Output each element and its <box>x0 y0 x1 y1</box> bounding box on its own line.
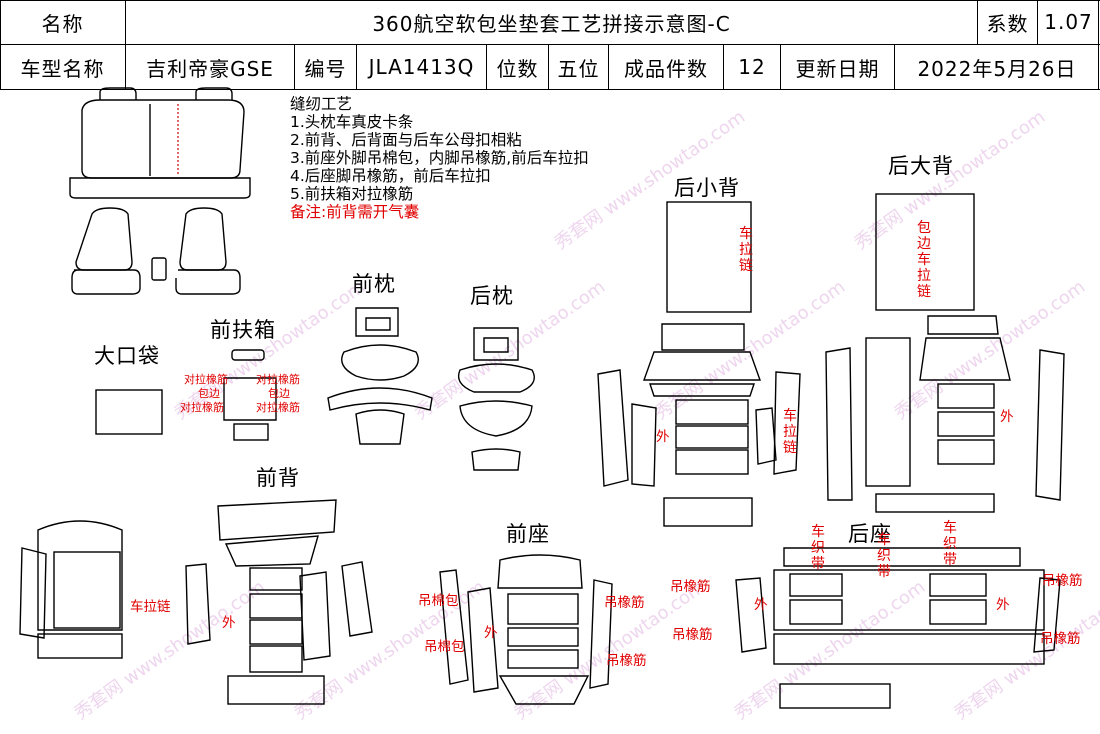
pieces-label: 成品件数 <box>609 45 724 89</box>
notes-remark: 备注:前背需开气囊 <box>290 203 420 221</box>
label-zipper-vertical: 车拉链 <box>783 408 797 456</box>
name-label: 名称 <box>0 0 126 44</box>
front-back-pieces <box>19 499 373 705</box>
section-title-front-seat: 前座 <box>506 522 550 546</box>
model-label: 车型名称 <box>0 45 126 89</box>
label-outer: 外 <box>1000 409 1014 425</box>
label-zipper: 车拉链 <box>130 599 171 615</box>
label-pull-elastic: 对拉橡筋 <box>256 373 300 386</box>
notes-item: 5.前扶箱对拉橡筋 <box>290 185 414 203</box>
pieces-value: 12 <box>724 45 781 89</box>
notes-item: 1.头枕车真皮卡条 <box>290 113 414 131</box>
label-hang-elastic: 吊橡筋 <box>1040 631 1081 647</box>
label-wrap-edge: 包边 <box>268 387 290 400</box>
label-outer: 外 <box>484 625 498 641</box>
label-zipper-vertical: 车拉链 <box>739 226 753 274</box>
rear-big-back-pieces <box>825 193 1065 513</box>
label-hang-elastic: 吊橡筋 <box>1042 573 1083 589</box>
section-title-front-headrest: 前枕 <box>352 272 396 296</box>
section-title-rear-seat: 后座 <box>848 522 892 546</box>
label-pull-elastic: 对拉橡筋 <box>256 401 300 414</box>
label-outer: 外 <box>996 597 1010 613</box>
label-woven-band-vertical: 车织带 <box>943 520 957 568</box>
header-table: 名称 360航空软包坐垫套工艺拼接示意图-C 系数 1.07 车型名称 吉利帝豪… <box>0 0 1100 91</box>
section-title-rear-small-back: 后小背 <box>674 176 740 200</box>
label-hang-elastic: 吊橡筋 <box>672 627 713 643</box>
doc-title: 360航空软包坐垫套工艺拼接示意图-C <box>126 0 978 44</box>
date-value: 2022年5月26日 <box>917 56 1077 81</box>
label-wrap-edge-zipper-vertical: 包边车拉链 <box>917 220 931 300</box>
thumbnail-rear-bench <box>69 87 251 199</box>
notes-item: 4.后座脚吊橡筋，前后车拉扣 <box>290 167 491 185</box>
label-hang-elastic: 吊橡筋 <box>606 653 647 669</box>
section-title-big-pocket: 大口袋 <box>94 344 160 368</box>
rear-headrest-pieces <box>457 327 535 471</box>
front-headrest-pieces <box>327 307 433 445</box>
section-title-front-armrest: 前扶箱 <box>210 318 276 342</box>
label-hang-cotton: 吊棉包 <box>418 593 459 609</box>
seats-value: 五位 <box>549 45 609 89</box>
sewing-notes: 缝纫工艺 1.头枕车真皮卡条 2.前背、后背面与后车公母扣相粘 3.前座外脚吊棉… <box>290 95 589 221</box>
armrest-pieces <box>223 349 277 441</box>
front-seat-pieces <box>439 554 613 705</box>
label-outer: 外 <box>656 429 670 445</box>
label-woven-band-vertical: 车织带 <box>811 524 825 572</box>
pocket-piece <box>95 389 163 435</box>
label-outer: 外 <box>222 615 236 631</box>
label-hang-elastic: 吊橡筋 <box>604 595 645 611</box>
label-hang-elastic: 吊橡筋 <box>670 579 711 595</box>
label-outer: 外 <box>754 597 768 613</box>
label-pull-elastic: 对拉橡筋 <box>180 401 224 414</box>
section-title-rear-big-back: 后大背 <box>888 154 954 178</box>
label-wrap-edge: 包边 <box>198 387 220 400</box>
coef-value: 1.07 <box>1044 10 1093 34</box>
label-woven-band-vertical: 车织带 <box>877 532 891 580</box>
notes-title: 缝纫工艺 <box>290 95 353 113</box>
code-value: JLA1413Q <box>357 45 487 89</box>
label-pull-elastic: 对拉橡筋 <box>184 373 228 386</box>
svg-text:秀套网 www.showtao.com: 秀套网 www.showtao.com <box>851 106 1049 254</box>
label-hang-cotton: 吊棉包 <box>424 639 465 655</box>
seats-label: 位数 <box>487 45 549 89</box>
rear-small-back-pieces <box>597 201 801 527</box>
svg-text:秀套网 www.showtao.com: 秀套网 www.showtao.com <box>951 576 1100 724</box>
model-value: 吉利帝豪GSE <box>126 45 295 89</box>
section-title-front-back: 前背 <box>256 466 300 490</box>
notes-item: 2.前背、后背面与后车公母扣相粘 <box>290 131 522 149</box>
notes-item: 3.前座外脚吊棉包，内脚吊橡筋,前后车拉扣 <box>290 149 589 167</box>
rear-seat-pieces <box>735 547 1061 709</box>
coef-label: 系数 <box>978 0 1038 44</box>
date-label: 更新日期 <box>781 45 895 89</box>
code-label: 编号 <box>295 45 357 89</box>
thumbnail-front-seats <box>71 207 241 295</box>
section-title-rear-headrest: 后枕 <box>470 284 514 308</box>
